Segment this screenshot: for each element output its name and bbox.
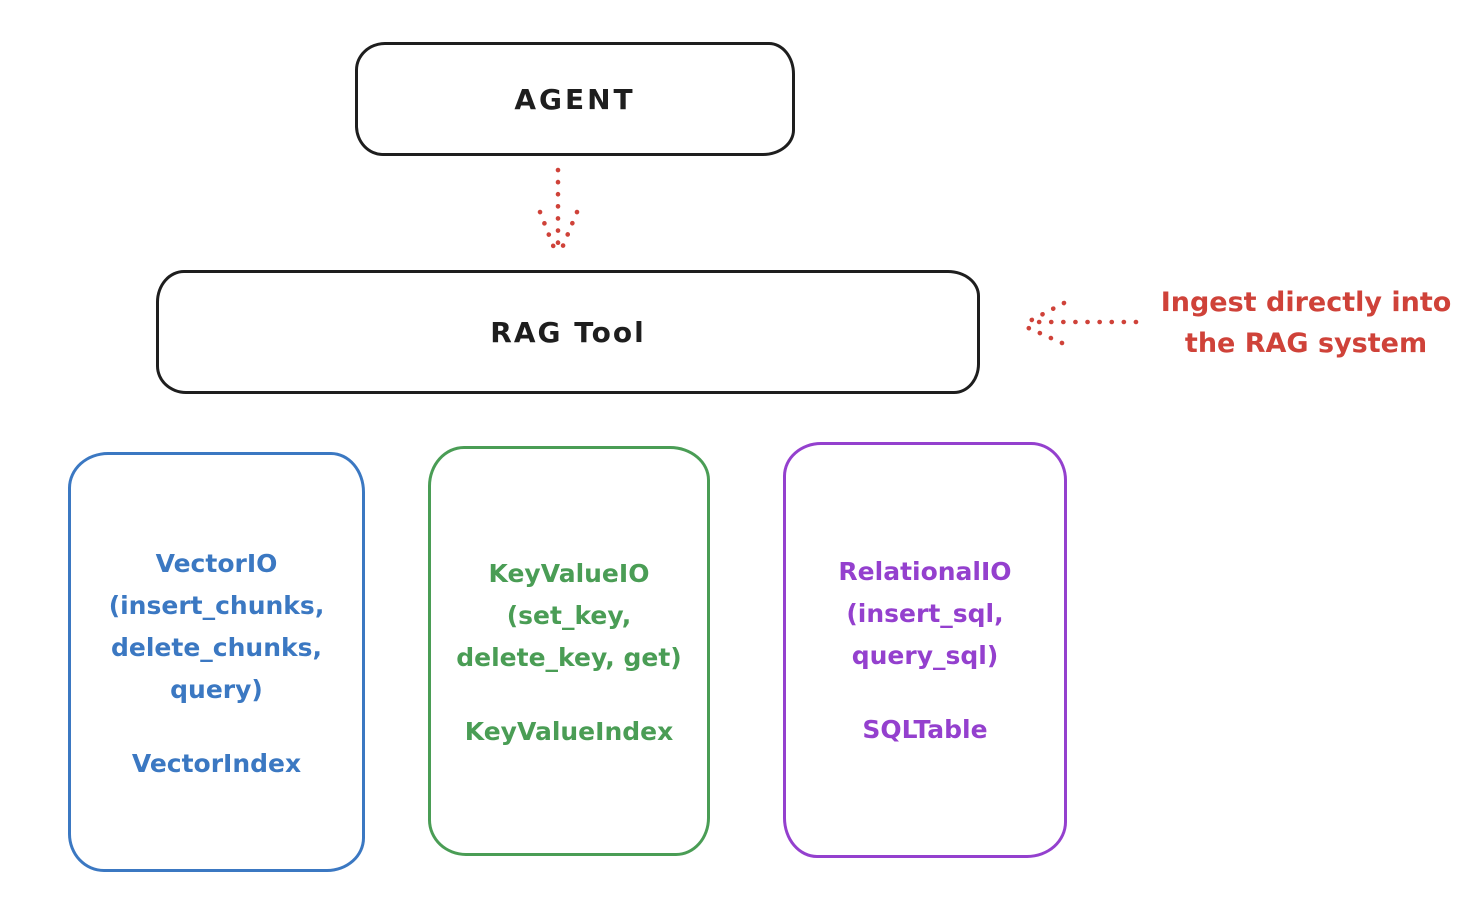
agent-node: AGENT xyxy=(355,42,795,156)
keyvalue-io-line: (set_key, xyxy=(506,601,632,630)
keyvalue-io-node: KeyValueIO (set_key, delete_key, get) Ke… xyxy=(428,446,710,856)
vector-io-node: VectorIO (insert_chunks, delete_chunks, … xyxy=(68,452,365,872)
sql-table-label: SQLTable xyxy=(862,715,988,744)
ingest-annotation-arrow xyxy=(1021,300,1139,346)
ingest-annotation: Ingest directly into the RAG system xyxy=(1136,282,1476,364)
ingest-annotation-line2: the RAG system xyxy=(1184,328,1428,359)
relational-io-line: RelationalIO xyxy=(838,557,1012,586)
relational-io-line: (insert_sql, xyxy=(846,599,1004,628)
keyvalue-io-line: KeyValueIO xyxy=(488,559,650,588)
agent-label: AGENT xyxy=(514,82,636,116)
relational-io-node: RelationalIO (insert_sql, query_sql) SQL… xyxy=(783,442,1067,858)
vector-io-line: delete_chunks, xyxy=(111,633,322,662)
keyvalue-io-line: delete_key, get) xyxy=(456,643,682,672)
relational-io-line: query_sql) xyxy=(851,641,999,670)
agent-to-ragtool-arrow xyxy=(537,167,580,256)
rag-tool-node: RAG Tool xyxy=(156,270,980,394)
vector-io-line: (insert_chunks, xyxy=(108,591,325,620)
ingest-annotation-line1: Ingest directly into xyxy=(1160,287,1452,318)
vector-index-label: VectorIndex xyxy=(131,749,302,778)
rag-tool-label: RAG Tool xyxy=(490,315,646,349)
vector-io-line: VectorIO xyxy=(155,549,278,578)
vector-io-line: query) xyxy=(170,675,263,704)
keyvalue-index-label: KeyValueIndex xyxy=(464,717,674,746)
